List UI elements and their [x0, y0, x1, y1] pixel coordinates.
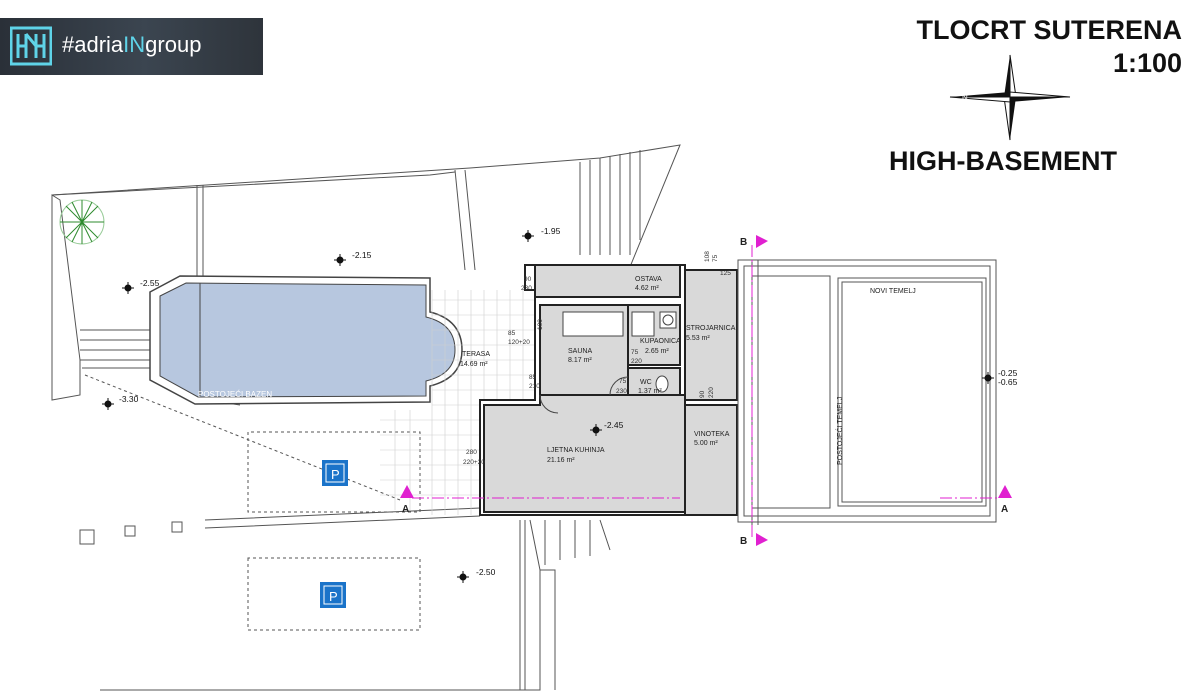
room-area: 14.69 m²	[460, 361, 488, 368]
logo-suffix: group	[145, 32, 202, 57]
section-a-left-arrow-icon	[400, 485, 414, 498]
compass-icon: N	[949, 54, 1071, 141]
dimension-label: 210	[529, 383, 540, 390]
site-outline	[51, 144, 681, 691]
room-name: OSTAVA	[635, 276, 662, 283]
room-area: 4.62 m²	[635, 285, 659, 292]
plan-subtitle: HIGH-BASEMENT	[889, 146, 1117, 176]
tree-icon	[59, 199, 105, 245]
dimension-label: 125	[720, 270, 731, 277]
level-markers	[102, 230, 994, 583]
logo-prefix: #adria	[62, 32, 124, 57]
existing-pool: POSTOJEĆI BAZEN	[149, 275, 463, 405]
section-b-bottom-label: B	[740, 536, 747, 547]
section-b-top-arrow-icon	[756, 235, 768, 248]
dimension-label: 220+20	[463, 459, 485, 466]
room-area: 2.65 m²	[645, 348, 669, 355]
existing-foundation-label: POSTOJEĆI TEMELJ	[835, 397, 844, 465]
annex-foundations	[737, 259, 997, 525]
dimension-label: 85	[508, 330, 516, 337]
level-label: -2.45	[604, 420, 624, 430]
plan-scale: 1:100	[1112, 48, 1182, 78]
level-label: -0.65	[998, 377, 1018, 387]
parking-sign-icon: P	[322, 460, 348, 486]
logo-text: #adriaINgroup	[62, 32, 201, 58]
room-name: WC	[640, 379, 652, 386]
room-area: 5.00 m²	[694, 440, 718, 447]
dimension-label: 75	[619, 378, 627, 385]
room-name: VINOTEKA	[694, 431, 730, 438]
level-label: -2.55	[140, 278, 160, 288]
section-markers	[400, 235, 1012, 546]
room-name: SAUNA	[568, 348, 592, 355]
dimension-label: 85	[529, 374, 537, 381]
level-label: -2.50	[476, 567, 496, 577]
dimension-label: 120+20	[508, 339, 530, 346]
room-area: 21.16 m²	[547, 457, 575, 464]
room-wc	[627, 367, 681, 399]
room-name: KUPAONICA	[640, 338, 681, 345]
room-summer-kitchen	[483, 394, 686, 513]
room-area: 8.17 m²	[568, 357, 592, 364]
pool-label: POSTOJEĆI BAZEN	[198, 390, 272, 399]
parking-symbol-upper: P	[331, 467, 340, 482]
logo-mark-icon	[10, 26, 52, 66]
room-area: 1.37 m²	[638, 388, 662, 395]
compass-north-label: N	[962, 93, 968, 102]
level-label: -2.15	[352, 250, 372, 260]
room-machinery	[684, 269, 738, 401]
room-area: 5.53 m²	[686, 335, 710, 342]
plan-title: TLOCRT SUTERENA	[916, 15, 1183, 45]
section-a-right-arrow-icon	[998, 485, 1012, 498]
parking-symbol-lower: P	[329, 589, 338, 604]
dimension-label: 230	[521, 285, 532, 292]
dimension-label: 220	[631, 358, 642, 365]
parking-sign-icon: P	[320, 582, 346, 608]
dimension-label: 90	[699, 390, 706, 398]
dimension-label: 75	[631, 349, 639, 356]
dimension-label: 280	[466, 449, 477, 456]
dimension-label: 220	[708, 387, 715, 398]
new-foundation-label: NOVI TEMELJ	[870, 288, 916, 295]
dimension-label: 100	[537, 319, 544, 330]
building	[479, 264, 738, 516]
room-storage	[534, 264, 681, 298]
level-label: -3.30	[119, 394, 139, 404]
section-b-top-label: B	[740, 237, 747, 248]
room-name: LJETNA KUHINJA	[547, 447, 605, 454]
room-name: TERASA	[462, 351, 490, 358]
plan-title-block: TLOCRT SUTERENA 1:100	[917, 14, 1183, 80]
section-a-left-label: A	[402, 504, 409, 515]
dimension-label: 90	[524, 276, 532, 283]
level-label: -1.95	[541, 226, 561, 236]
room-name: STROJARNICA	[686, 325, 736, 332]
dimension-label: 230	[616, 388, 627, 395]
section-lines	[412, 245, 998, 540]
logo-accent: IN	[123, 32, 146, 57]
level-label: -0.25	[998, 368, 1018, 378]
dimension-label: 108	[704, 251, 711, 262]
section-b-bottom-arrow-icon	[756, 533, 768, 546]
dimension-label: 75	[712, 254, 719, 262]
room-wine-cellar	[684, 404, 738, 516]
section-a-right-label: A	[1001, 504, 1008, 515]
company-logo: #adriaINgroup	[0, 18, 263, 75]
